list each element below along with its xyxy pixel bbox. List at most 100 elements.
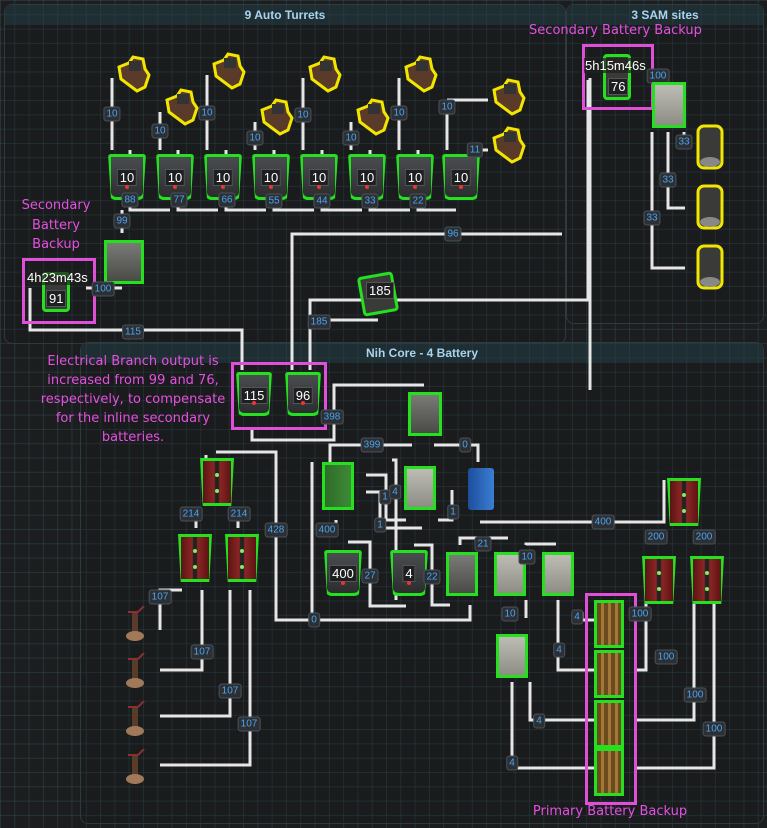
auto-turret-icon[interactable] [258, 98, 298, 138]
wire [290, 232, 562, 370]
electrical-combiner[interactable] [404, 466, 436, 510]
branch-value: 400 [329, 565, 357, 582]
wire-label: 4 [389, 484, 401, 500]
branch-value: 10 [212, 169, 234, 186]
electrical-combiner[interactable] [542, 552, 574, 596]
auto-turret-icon[interactable] [490, 126, 530, 166]
sam-site-icon[interactable] [693, 184, 727, 232]
status-led [407, 581, 411, 585]
splitter[interactable] [178, 534, 212, 582]
wire-label: 400 [591, 514, 615, 530]
electrical-branch[interactable]: 115 [236, 372, 272, 416]
electrical-branch[interactable]: 10 [442, 154, 480, 200]
wire-label: 100 [702, 721, 726, 737]
wind-turbine-icon[interactable] [124, 653, 146, 689]
large-battery[interactable] [594, 600, 624, 648]
splitter[interactable] [690, 556, 724, 604]
wire-label: 10 [438, 99, 456, 115]
electrical-branch[interactable]: 4 [390, 550, 428, 596]
wire-label: 33 [361, 193, 379, 209]
status-led [413, 185, 417, 189]
note-line: batteries. [101, 430, 165, 445]
splitter[interactable] [667, 478, 701, 526]
wire-label: 107 [237, 716, 261, 732]
wire-label: 33 [643, 210, 661, 226]
status-led [269, 185, 273, 189]
root-combiner[interactable] [446, 552, 478, 596]
wire-label: 22 [409, 193, 427, 209]
status-led [240, 565, 244, 569]
wire-label: 96 [444, 226, 462, 242]
auto-turret-icon[interactable] [402, 55, 442, 95]
wire [308, 80, 590, 370]
wire [250, 383, 424, 442]
wire-label: 398 [320, 409, 344, 425]
wire-label: 10 [342, 130, 360, 146]
large-battery[interactable] [594, 748, 624, 796]
wire-label: 0 [308, 612, 320, 628]
branch-value: 10 [450, 169, 472, 186]
sam-site-icon[interactable] [693, 244, 727, 292]
splitter[interactable] [225, 534, 259, 582]
auto-turret-icon[interactable] [163, 88, 203, 128]
auto-turret-icon[interactable] [115, 55, 155, 95]
wire-label: 107 [218, 683, 242, 699]
wire [510, 682, 594, 770]
branches-highlight [231, 362, 327, 430]
electrical-branch[interactable]: 96 [285, 372, 321, 416]
root-combiner[interactable] [652, 82, 686, 128]
battery-charge: 185 [366, 282, 394, 299]
wire [458, 536, 508, 545]
electrical-combiner[interactable] [496, 634, 528, 678]
wire-label: 10 [294, 107, 312, 123]
status-led [215, 473, 219, 477]
wire-label: 428 [264, 522, 288, 538]
wire [650, 132, 685, 270]
wire-label: 100 [628, 606, 652, 622]
wire-label: 99 [113, 213, 131, 229]
large-battery[interactable] [594, 650, 624, 698]
note-line: Electrical Branch output is [47, 354, 219, 369]
auto-turret-icon[interactable] [490, 78, 530, 118]
wire-label: 1 [447, 504, 459, 520]
battery-charge: 91 [46, 290, 67, 307]
splitter[interactable] [642, 556, 676, 604]
wire [160, 590, 204, 672]
sam-site-icon[interactable] [693, 124, 727, 172]
wind-turbine-icon[interactable] [124, 749, 146, 785]
wire [528, 682, 594, 722]
wind-turbine-icon[interactable] [124, 606, 146, 642]
sam-sites-panel: 3 SAM sites [566, 4, 764, 324]
and-switch[interactable] [468, 468, 494, 510]
branch-value: 10 [356, 169, 378, 186]
auto-turret-icon[interactable] [354, 98, 394, 138]
wire-label: 4 [571, 609, 583, 625]
switch[interactable] [322, 462, 354, 510]
wire-label: 400 [315, 522, 339, 538]
status-led [682, 493, 686, 497]
root-combiner[interactable] [104, 240, 144, 284]
wire-label: 107 [190, 644, 214, 660]
wire-label: 44 [313, 193, 331, 209]
secondary-backup-label-left-2: Battery [31, 218, 81, 233]
branch-value: 96 [292, 387, 314, 404]
wire [666, 132, 685, 210]
wire [314, 605, 472, 622]
auto-turret-icon[interactable] [306, 55, 346, 95]
wire-label: 399 [360, 437, 384, 453]
wire-label: 214 [227, 506, 251, 522]
auto-turret-icon[interactable] [210, 52, 250, 92]
wire-label: 0 [459, 437, 471, 453]
electrical-branch[interactable]: 400 [324, 550, 362, 596]
status-led [705, 571, 709, 575]
wire-label: 185 [307, 314, 331, 330]
splitter[interactable] [200, 458, 234, 506]
status-led [657, 571, 661, 575]
electrical-branch[interactable]: 10 [108, 154, 146, 200]
wire [438, 490, 454, 522]
status-led [459, 185, 463, 189]
wind-turbine-icon[interactable] [124, 701, 146, 737]
wire-label: 200 [692, 529, 716, 545]
root-combiner[interactable] [408, 392, 442, 436]
large-battery[interactable] [594, 700, 624, 748]
